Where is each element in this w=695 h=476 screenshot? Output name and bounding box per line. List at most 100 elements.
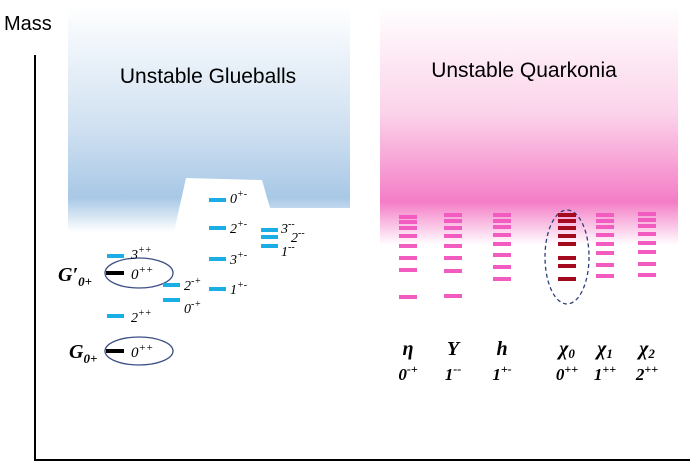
glueball-level-pc: +- <box>237 189 247 200</box>
glueball-level-pc: ++ <box>138 308 152 319</box>
quarkonium-level-bar <box>596 274 614 278</box>
quarkonium-level-bar <box>399 295 417 299</box>
quarkonium-level-bar <box>596 219 614 223</box>
ground-state-sub: 0+ <box>83 351 97 366</box>
quarkonium-level-bar <box>596 213 614 217</box>
quarkonia-levels <box>399 212 656 299</box>
svg-text:G0+: G0+ <box>69 341 97 366</box>
glueball-level-pc: -- <box>288 219 295 230</box>
quarkonium-j: 2 <box>635 365 645 384</box>
quarkonium-symbol: Υ <box>447 338 461 360</box>
quarkonium-level-bar <box>596 225 614 229</box>
quarkonium-level-bar <box>638 262 656 266</box>
glueball-level-label: 0-+ <box>184 299 201 317</box>
glueball-level-label: 3+- <box>229 250 247 268</box>
quarkonia-title: Unstable Quarkonia <box>431 59 617 82</box>
quarkonium-level-bar <box>638 241 656 245</box>
quarkonium-level-bar <box>493 213 511 217</box>
glueball-level-pc: -- <box>298 228 305 239</box>
glueball-level-label: 0+- <box>230 189 247 207</box>
glueball-level-bar <box>163 298 180 302</box>
glueball-level-pc: +- <box>237 219 247 230</box>
excited-state-ellipse <box>104 257 174 289</box>
quarkonium-level-bar <box>399 268 417 272</box>
quarkonium-level-bar <box>493 219 511 223</box>
quarkonium-symbol: χ <box>636 338 649 360</box>
quarkonium-level-bar <box>493 253 511 257</box>
excited-state-jpc: 0 <box>131 267 139 283</box>
quarkonium-sub: 0 <box>568 346 575 361</box>
svg-text:0++: 0++ <box>131 264 153 283</box>
quarkonium-symbol: χ <box>594 338 607 360</box>
quarkonium-jpc: 1-- <box>445 362 462 384</box>
quarkonium-level-bar <box>444 213 462 217</box>
quarkonium-symbol: χ <box>556 338 569 360</box>
excited-state-level <box>106 271 124 275</box>
glueball-level-pc: +- <box>237 280 247 291</box>
glueball-level-j: 3 <box>280 222 288 237</box>
glueball-level-bar <box>209 226 226 230</box>
quarkonium-level-bar <box>493 265 511 269</box>
quarkonium-level-bar <box>493 277 511 281</box>
glueball-level-label: 2-- <box>291 228 305 246</box>
chi0-dashed-ellipse <box>544 209 590 305</box>
quarkonium-pc: -+ <box>407 362 418 376</box>
svg-text:0++: 0++ <box>131 342 153 361</box>
quarkonium-name: χ0 <box>556 338 575 361</box>
glueball-level-j: 3 <box>130 248 138 263</box>
quarkonium-jpc: 2++ <box>635 362 658 384</box>
glueball-level-j: 1 <box>230 283 237 298</box>
quarkonium-pc: ++ <box>602 362 616 376</box>
ground-state-label: G <box>69 341 84 363</box>
quarkonium-level-bar <box>638 212 656 216</box>
quarkonium-name: h <box>496 338 507 360</box>
quarkonium-jpc: 0-+ <box>398 362 417 384</box>
excited-state-jpc-sup: ++ <box>139 264 154 276</box>
quarkonium-name: χ1 <box>594 338 613 361</box>
glueball-level-j: 0 <box>230 192 237 207</box>
quarkonium-level-bar <box>444 269 462 273</box>
quarkonium-pc: ++ <box>564 362 578 376</box>
glueball-level-bar <box>107 314 124 318</box>
glueball-level-bar <box>163 283 180 287</box>
quarkonium-level-bar <box>596 251 614 255</box>
quarkonium-j: 0 <box>556 365 565 384</box>
quarkonia-band <box>380 5 678 245</box>
quarkonium-name: Υ <box>447 338 461 360</box>
quarkonium-level-bar <box>596 263 614 267</box>
quarkonium-level-bar <box>638 250 656 254</box>
quarkonium-name: χ2 <box>636 338 655 361</box>
excited-state-glueball: G′0+ 0++ <box>58 257 174 289</box>
glueball-level-bar <box>209 287 226 291</box>
quarkonium-level-bar <box>596 242 614 246</box>
excited-state-sub: 0+ <box>78 274 92 289</box>
ground-state-ellipse <box>104 336 174 366</box>
glueball-level-label: 1+- <box>230 280 247 298</box>
ground-state-jpc: 0 <box>131 345 139 361</box>
quarkonium-sub: 1 <box>606 346 613 361</box>
quarkonium-level-bar <box>596 233 614 237</box>
ground-state-jpc-sup: ++ <box>139 342 154 354</box>
quarkonium-level-bar <box>399 244 417 248</box>
quarkonium-symbol: h <box>496 338 507 360</box>
quarkonia-labels: η0-+Υ1--h1+-χ00++χ11++χ22++ <box>398 338 658 384</box>
glueballs-title: Unstable Glueballs <box>120 65 296 88</box>
quarkonium-level-bar <box>399 256 417 260</box>
excited-state-label: G′ <box>58 264 78 286</box>
quarkonium-j: 1 <box>492 365 501 384</box>
chi0-level-bar <box>558 226 576 230</box>
quarkonium-level-bar <box>638 224 656 228</box>
quarkonium-level-bar <box>399 226 417 230</box>
quarkonium-jpc: 0++ <box>556 362 578 384</box>
glueball-level-j: 2 <box>131 311 138 326</box>
quarkonium-level-bar <box>399 220 417 224</box>
chi0-level-bar <box>558 213 576 217</box>
quarkonium-level-bar <box>638 273 656 277</box>
chi0-level-bar <box>558 264 576 268</box>
quarkonium-jpc: 1+- <box>492 362 511 384</box>
quarkonium-level-bar <box>444 226 462 230</box>
quarkonium-j: 1 <box>445 365 454 384</box>
glueball-level-label: 2-+ <box>184 276 201 294</box>
chi0-level-bar <box>558 219 576 223</box>
